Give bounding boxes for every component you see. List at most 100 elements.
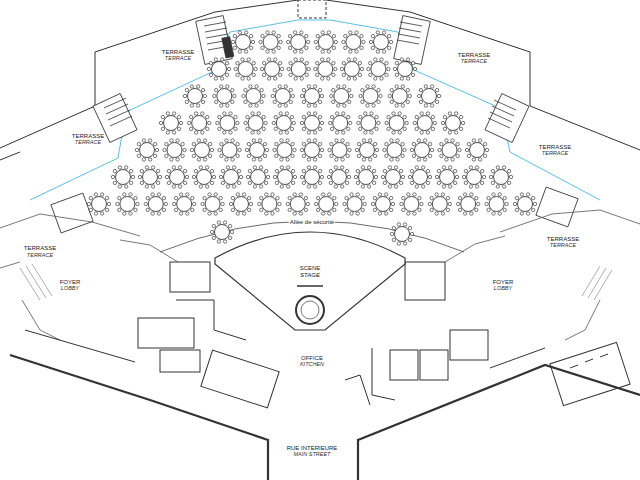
- chair: [316, 34, 319, 37]
- chair: [245, 148, 248, 151]
- chair: [264, 169, 267, 172]
- chair: [496, 166, 499, 169]
- chair: [358, 73, 361, 76]
- chair: [335, 112, 338, 115]
- chair: [299, 193, 302, 196]
- round-table: [205, 197, 220, 212]
- chair: [421, 185, 424, 188]
- chair: [231, 88, 234, 91]
- chair: [330, 154, 333, 157]
- chair: [361, 208, 364, 211]
- chair: [214, 77, 217, 80]
- chair: [367, 185, 370, 188]
- chair: [440, 154, 443, 157]
- chair: [263, 154, 266, 157]
- chair: [475, 166, 478, 169]
- chair: [307, 158, 310, 161]
- chair: [445, 139, 448, 142]
- chair: [415, 115, 418, 118]
- chair: [293, 148, 296, 151]
- chair: [264, 181, 267, 184]
- chair: [307, 104, 310, 107]
- chair: [340, 166, 343, 169]
- chair: [236, 154, 239, 157]
- chair: [246, 115, 249, 118]
- chair: [448, 185, 451, 188]
- chair: [320, 175, 323, 178]
- plan-line: [0, 262, 20, 268]
- stage-lift-inner: [301, 301, 319, 319]
- chair: [201, 112, 204, 115]
- chair: [318, 154, 321, 157]
- chair: [356, 169, 359, 172]
- stage-edge: [297, 285, 323, 287]
- chair: [107, 202, 110, 205]
- chair: [437, 169, 440, 172]
- chair: [305, 34, 308, 37]
- chair: [278, 104, 281, 107]
- chair: [390, 88, 393, 91]
- chair: [329, 169, 332, 172]
- chair: [435, 175, 438, 178]
- chair: [400, 58, 403, 61]
- chair: [170, 158, 173, 161]
- chair: [480, 169, 483, 172]
- chair: [146, 208, 149, 211]
- round-table: [417, 116, 432, 131]
- chair: [178, 185, 181, 188]
- chair: [316, 196, 319, 199]
- plan-line: [201, 350, 279, 408]
- plan-line: [298, 0, 326, 18]
- round-table: [392, 89, 407, 104]
- chair: [396, 139, 399, 142]
- round-table: [467, 170, 482, 185]
- chair: [302, 88, 305, 91]
- chair: [403, 223, 406, 226]
- chair: [221, 169, 224, 172]
- chair: [183, 94, 186, 97]
- round-table: [238, 62, 253, 77]
- chair: [428, 175, 431, 178]
- chair: [400, 77, 403, 80]
- chair: [138, 175, 141, 178]
- chair: [226, 104, 229, 107]
- chair: [183, 181, 186, 184]
- chair: [302, 169, 305, 172]
- chair: [448, 166, 451, 169]
- chair: [231, 196, 234, 199]
- plan-line: [450, 330, 488, 360]
- chair: [191, 196, 194, 199]
- chair: [366, 85, 369, 88]
- plan-line: [397, 22, 422, 44]
- chair: [244, 50, 247, 53]
- chair: [293, 50, 296, 53]
- chair: [335, 158, 338, 161]
- chair: [218, 115, 221, 118]
- chair: [329, 181, 332, 184]
- chair: [515, 196, 518, 199]
- chair: [219, 175, 222, 178]
- chair: [463, 212, 466, 215]
- chair: [332, 61, 335, 64]
- chair: [340, 185, 343, 188]
- chair: [330, 115, 333, 118]
- plan-line: [326, 0, 640, 150]
- chair: [334, 185, 337, 188]
- chair: [502, 185, 505, 188]
- chair: [305, 61, 308, 64]
- chair: [426, 112, 429, 115]
- chair: [285, 131, 288, 134]
- chair: [136, 202, 139, 205]
- chair: [364, 112, 367, 115]
- chair: [364, 131, 367, 134]
- chair: [531, 196, 534, 199]
- chair: [209, 73, 212, 76]
- chair: [124, 185, 127, 188]
- chair: [348, 100, 351, 103]
- stair-cores: [51, 16, 578, 233]
- chair: [445, 158, 448, 161]
- plan-line: [550, 342, 630, 405]
- chair: [273, 175, 276, 178]
- chair: [526, 212, 529, 215]
- chair: [307, 67, 310, 70]
